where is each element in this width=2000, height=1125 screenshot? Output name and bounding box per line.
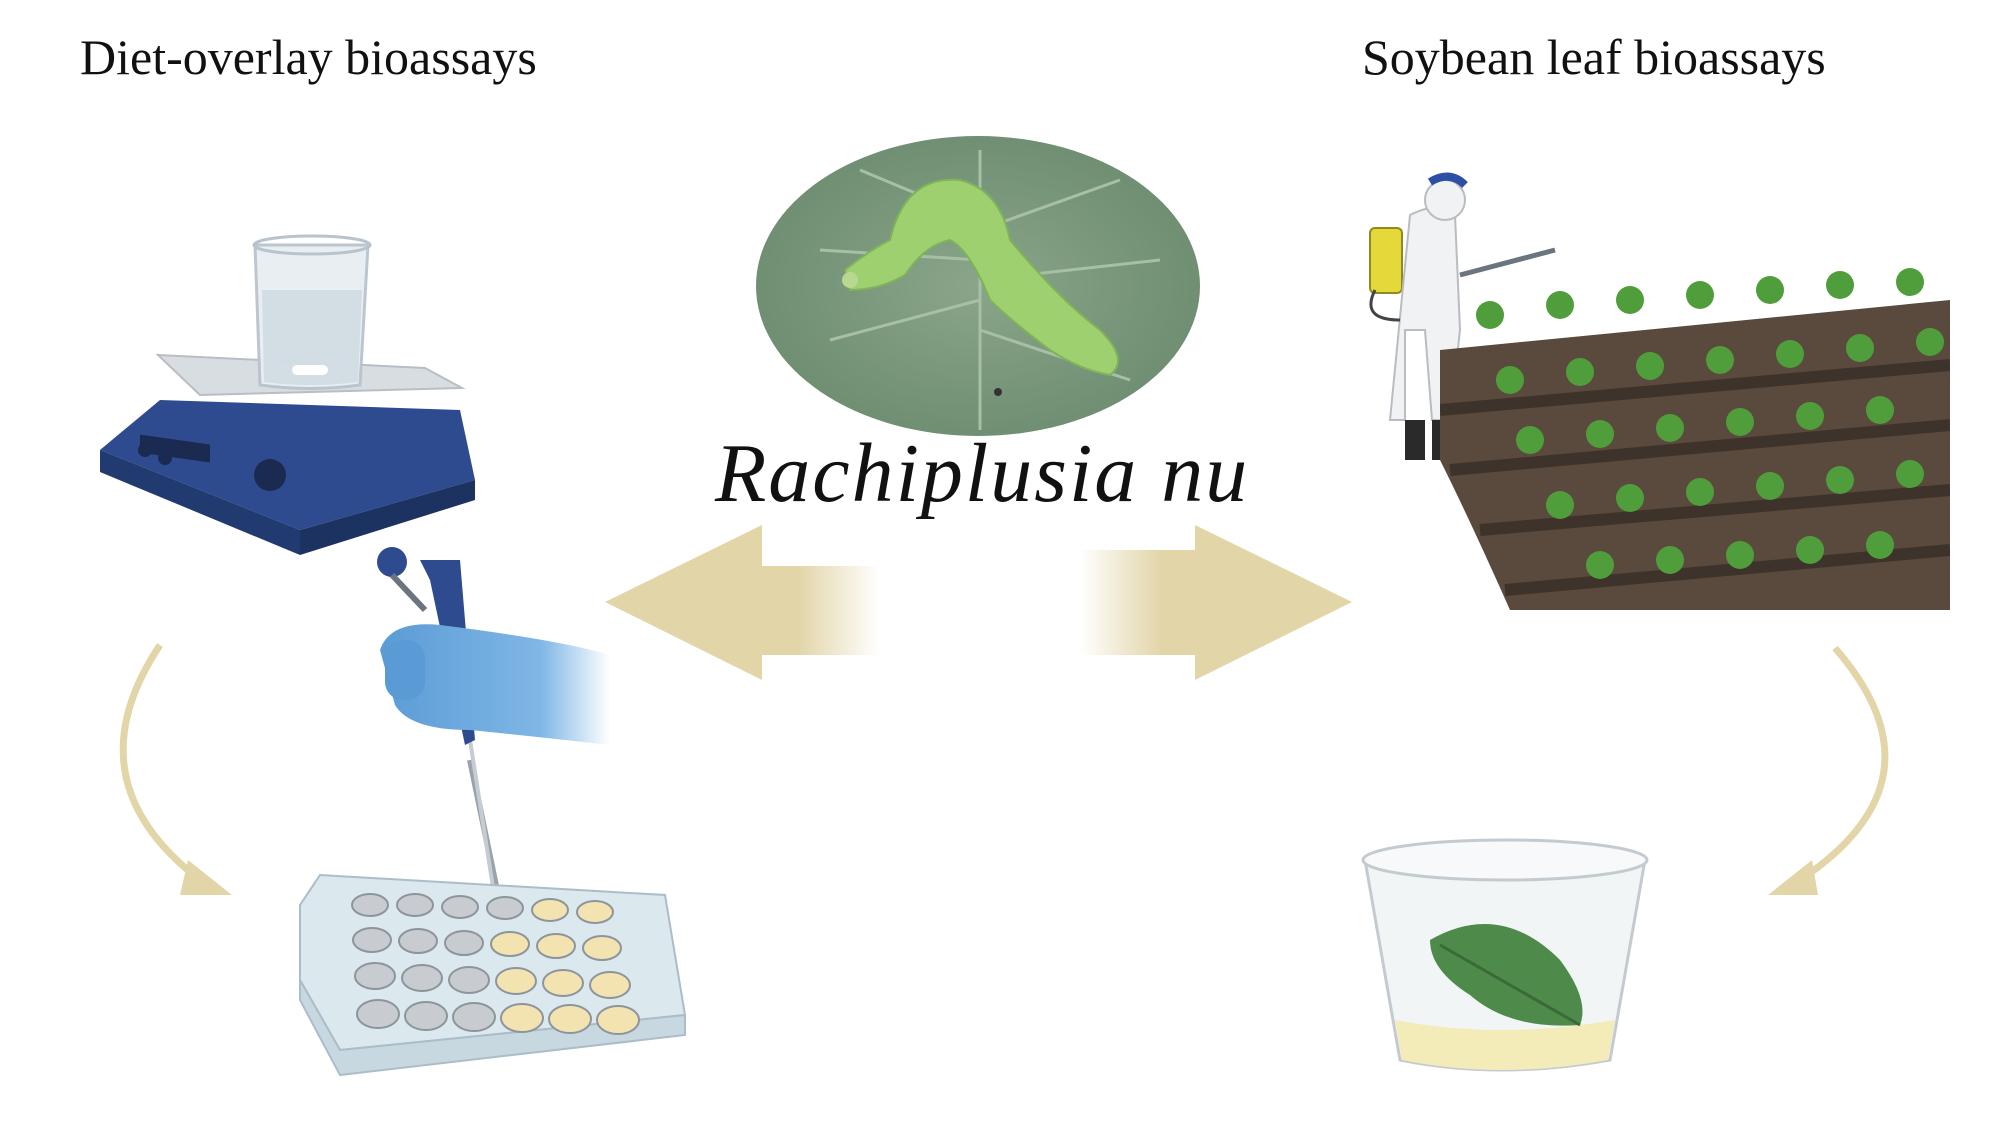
- curved-arrow-right: [1768, 645, 1889, 895]
- arrow-right: [1080, 525, 1352, 680]
- well-plate-icon: [299, 873, 687, 1077]
- soybean-field-icon: [1440, 268, 1950, 610]
- species-name: Rachiplusia nu: [715, 427, 1250, 520]
- arrow-left: [605, 525, 880, 680]
- left-panel-title: Diet-overlay bioassays: [80, 29, 537, 85]
- caterpillar-photo: [756, 136, 1200, 436]
- right-panel-title: Soybean leaf bioassays: [1362, 29, 1826, 85]
- sprayer-person-icon: [1369, 172, 1556, 460]
- curved-arrow-left: [119, 643, 232, 895]
- stirrer-icon: [100, 234, 475, 555]
- pipette-icon: [377, 547, 610, 906]
- cup-leaf-icon: [1361, 838, 1649, 1072]
